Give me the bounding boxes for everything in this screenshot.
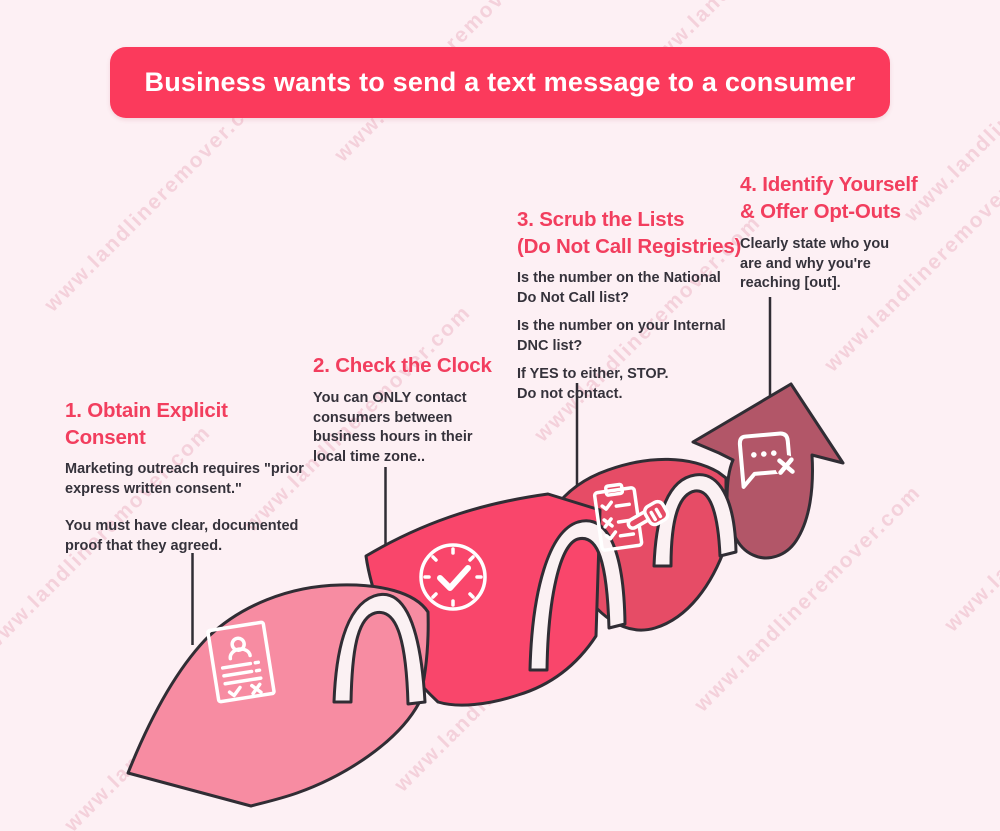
step-2-heading: 2. Check the Clock <box>313 354 492 377</box>
ribbon-segment-1 <box>126 583 430 808</box>
step-1-text: Marketing outreach requires "prior expre… <box>65 461 304 497</box>
step-2-text: You can ONLY contact consumers between b… <box>313 390 473 465</box>
step-1-text: You must have clear, documented proof th… <box>65 518 299 554</box>
step-1-block: 1. Obtain Explicit Consent Marketing out… <box>65 397 307 556</box>
title-banner-text: Business wants to send a text message to… <box>144 67 856 97</box>
step-4-heading: 4. Identify Yourself <box>740 173 918 196</box>
clock-check-icon <box>419 543 487 611</box>
ribbon-underside-bend-3 <box>652 473 738 568</box>
step-1-heading: Consent <box>65 426 146 450</box>
step-4-block: 4. Identify Yourself & Offer Opt-Outs Cl… <box>740 171 918 294</box>
step-4-text: Clearly state who you are and why you're… <box>740 236 890 292</box>
message-optout-icon <box>737 431 797 489</box>
step-2-block: 2. Check the Clock You can ONLY contact … <box>313 352 492 467</box>
step-4-heading: & Offer Opt-Outs <box>740 200 901 224</box>
step-3-heading: 3. Scrub the Lists <box>517 208 685 231</box>
step-1-heading: 1. Obtain Explicit <box>65 399 228 422</box>
step-3-text: If YES to either, STOP. Do not contact. <box>517 366 669 402</box>
step-3-text: Is the number on the National Do Not Cal… <box>517 270 721 306</box>
ribbon-underside-bend-2 <box>528 519 627 672</box>
ribbon-underside-bend-1 <box>332 592 427 706</box>
step-3-block: 3. Scrub the Lists (Do Not Call Registri… <box>517 206 741 404</box>
step-3-heading: (Do Not Call Registries) <box>517 235 742 259</box>
step-3-text: Is the number on your Internal DNC list? <box>517 318 726 354</box>
checklist-hand-icon <box>592 482 670 552</box>
consent-document-icon <box>206 620 276 704</box>
title-banner: Business wants to send a text message to… <box>110 47 890 118</box>
